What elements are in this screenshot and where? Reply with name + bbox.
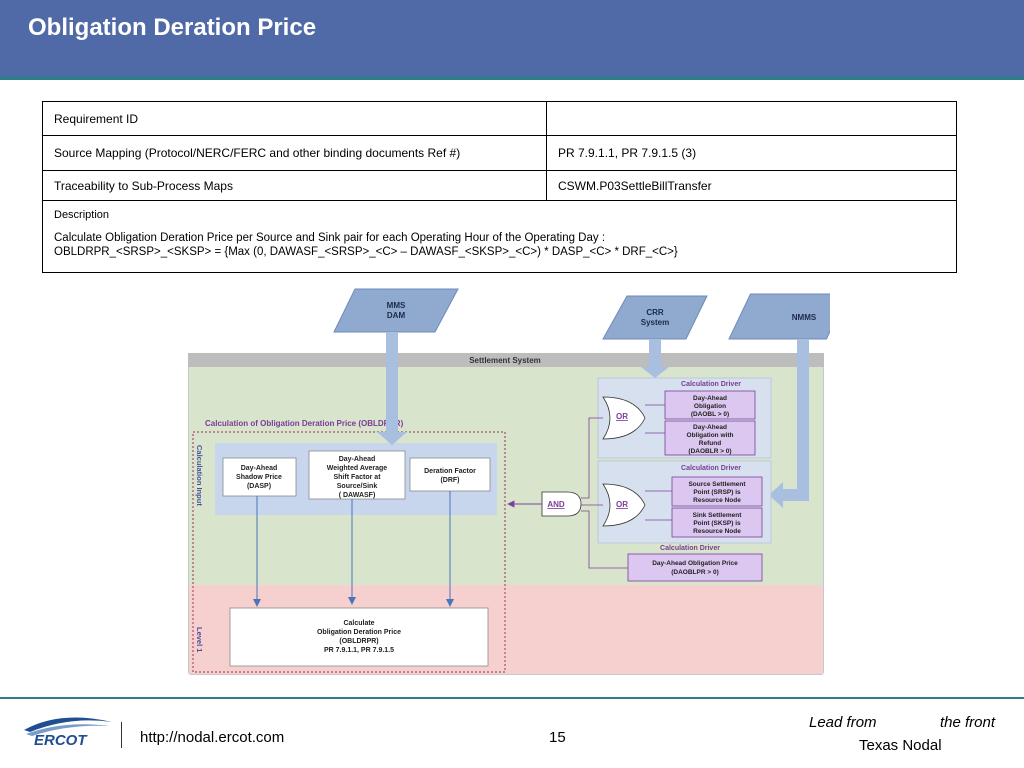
title-bar: Obligation Deration Price (0, 0, 1024, 76)
tagline-lead-from: Lead from (809, 714, 877, 731)
page-number: 15 (549, 729, 566, 746)
table-row: Traceability to Sub-Process Maps CSWM.P0… (42, 170, 957, 201)
table-row: Requirement ID (42, 101, 957, 136)
and-gate: AND (507, 417, 628, 569)
sksp-line-2: Point (SKSP) is (693, 520, 741, 527)
output-line-4: PR 7.9.1.1, PR 7.9.1.5 (324, 647, 394, 654)
logo-text: ERCOT (34, 732, 88, 748)
dawasf-line-4: Source/Sink (337, 483, 378, 490)
input-dasp: Day-Ahead Shadow Price (DASP) (222, 457, 297, 497)
or-gate-1: OR (616, 412, 628, 421)
calculation-driver-2: Calculation Driver OR Source Settlement … (597, 460, 772, 544)
srsp-line-2: Point (SRSP) is (693, 489, 741, 496)
header-divider (0, 76, 1024, 80)
drf-line-2: (DRF) (440, 477, 459, 484)
mms-label: MMS (387, 301, 406, 310)
description-line-1: Calculate Obligation Deration Price per … (54, 232, 606, 244)
nmms-system: NMMS (728, 293, 830, 340)
footer-url[interactable]: http://nodal.ercot.com (140, 729, 285, 746)
daoblr-line-2: Obligation with (687, 432, 734, 439)
table-row: Source Mapping (Protocol/NERC/FERC and o… (42, 135, 957, 171)
output-line-3: (OBLDRPR) (339, 638, 378, 645)
crr-label: CRR (646, 308, 664, 317)
daoblpr-line-2: (DAOBLPR > 0) (671, 569, 719, 576)
input-to-output-lines (253, 491, 454, 607)
daobl-line-2: Obligation (694, 403, 726, 410)
table-cell-label: Requirement ID (42, 101, 547, 136)
footer-divider (0, 697, 1024, 699)
tagline-texas-nodal: Texas Nodal (859, 737, 942, 754)
output-line-2: Obligation Deration Price (317, 629, 401, 636)
input-drf: Deration Factor (DRF) (409, 457, 491, 492)
calculation-frame: Calculation of Obligation Deration Price… (192, 419, 506, 673)
level-label: Level 1 (195, 627, 204, 652)
nmms-label: NMMS (792, 313, 817, 322)
crr-system-label: System (641, 318, 669, 327)
daoblpr-line-1: Day-Ahead Obligation Price (652, 560, 738, 567)
dawasf-line-2: Weighted Average (327, 465, 388, 472)
dasp-line-3: (DASP) (247, 483, 271, 490)
dawasf-line-3: Shift Factor at (333, 474, 381, 481)
and-gate-label: AND (547, 500, 565, 509)
table-cell-value: PR 7.9.1.1, PR 7.9.1.5 (3) (546, 135, 957, 171)
dasp-line-1: Day-Ahead (241, 465, 278, 472)
input-dawasf: Day-Ahead Weighted Average Shift Factor … (308, 450, 406, 500)
footer-separator (121, 722, 122, 748)
dawasf-line-1: Day-Ahead (339, 456, 376, 463)
dawasf-line-5: ( DAWASF) (339, 492, 376, 499)
system-arrows (377, 332, 809, 508)
srsp-line-3: Resource Node (693, 497, 741, 504)
daobl-line-3: (DAOBL > 0) (691, 411, 729, 418)
calculation-driver-1: Calculation Driver OR Day-Ahead Obligati… (597, 377, 772, 459)
requirements-table: Requirement ID Source Mapping (Protocol/… (42, 101, 957, 273)
table-cell-label: Source Mapping (Protocol/NERC/FERC and o… (42, 135, 547, 171)
driver-2-title: Calculation Driver (681, 465, 741, 472)
ercot-logo: ERCOT (20, 712, 116, 753)
mms-dam-system: MMS DAM (333, 288, 459, 333)
sksp-line-3: Resource Node (693, 528, 741, 535)
sksp-line-1: Sink Settlement (693, 512, 743, 519)
calculation-title: Calculation of Obligation Deration Price… (205, 419, 404, 428)
daoblr-line-1: Day-Ahead (693, 424, 727, 431)
dam-label: DAM (387, 311, 406, 320)
tagline-the-front: the front (940, 714, 996, 731)
slide-title: Obligation Deration Price (28, 14, 317, 41)
settlement-process-diagram: Settlement System Calculation of Obligat… (188, 288, 830, 675)
or-gate-2: OR (616, 500, 628, 509)
table-cell-label: Traceability to Sub-Process Maps (42, 170, 547, 201)
settlement-system-title: Settlement System (469, 356, 541, 365)
description-cell: Description Calculate Obligation Deratio… (42, 200, 957, 273)
table-cell-value: CSWM.P03SettleBillTransfer (546, 170, 957, 201)
daoblr-line-4: (DAOBLR > 0) (688, 448, 731, 455)
daoblr-line-3: Refund (699, 440, 721, 447)
drf-line-1: Deration Factor (424, 468, 476, 475)
driver-1-title: Calculation Driver (681, 381, 741, 388)
description-formula: OBLDRPR_<SRSP>_<SKSP> = {Max (0, DAWASF_… (54, 246, 678, 258)
output-calculate-obldrpr: Calculate Obligation Deration Price (OBL… (229, 607, 489, 667)
srsp-line-1: Source Settlement (688, 481, 746, 488)
description-label: Description (54, 209, 110, 221)
dasp-line-2: Shadow Price (236, 474, 282, 481)
output-line-1: Calculate (343, 620, 374, 627)
table-row-description: Description Calculate Obligation Deratio… (42, 200, 957, 273)
calculation-input-label: Calculation Input (195, 445, 204, 506)
calculation-driver-3: Calculation Driver Day-Ahead Obligation … (627, 545, 763, 582)
crr-system: CRR System (602, 295, 708, 340)
daobl-line-1: Day-Ahead (693, 395, 727, 402)
driver-3-title: Calculation Driver (660, 545, 720, 552)
table-cell-value (546, 101, 957, 136)
